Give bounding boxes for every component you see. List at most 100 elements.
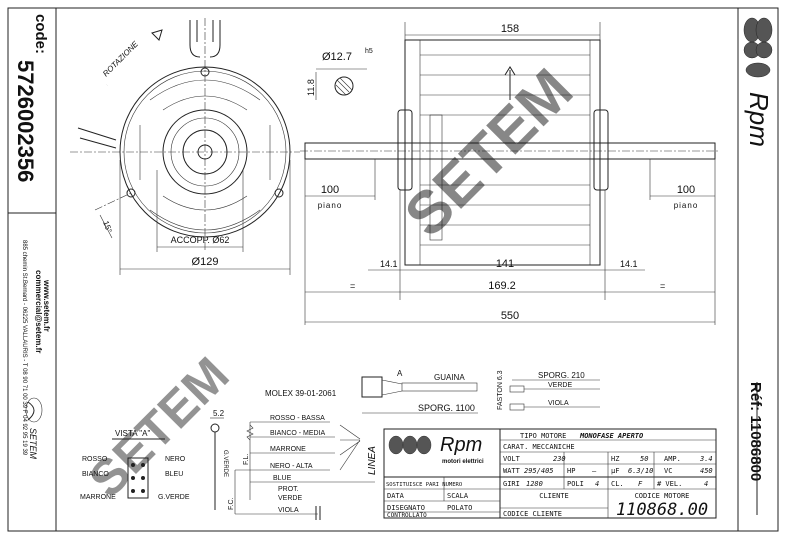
title-block-brand: Rpm: [440, 434, 482, 456]
amp-label: AMP.: [664, 455, 681, 463]
terminal-label: G.VERDE: [222, 450, 228, 477]
coupling-dimension: ACCOPP. Ø62: [171, 235, 230, 245]
drawn-by: POLATO: [447, 504, 472, 512]
title-block-brand-sub: motori elettrici: [442, 459, 484, 465]
amp-value: 3.4: [699, 455, 713, 463]
rpm-logo: Rpm: [743, 17, 774, 147]
svg-text:SETEM: SETEM: [28, 428, 38, 460]
vista-a: VISTA "A" ROSSO BIANCO MARRONE NERO BLEU…: [80, 409, 228, 510]
molex-label: MOLEX 39-01-2061: [265, 389, 337, 398]
scala-label: SCALA: [447, 492, 469, 500]
drawn-label: DISEGNATO: [387, 504, 425, 512]
outer-diameter-dimension: Ø129: [192, 256, 219, 268]
flat-right-label: piano: [674, 201, 699, 210]
lead-verde: VERDE: [548, 382, 572, 389]
hp-value: —: [592, 467, 597, 475]
giri-value: 1280: [526, 480, 543, 488]
vel-value: 4: [704, 480, 708, 488]
sheath-label: GUAINA: [434, 373, 465, 382]
poli-label: POLI: [567, 480, 584, 488]
faston-label: FASTON 6.3: [497, 370, 504, 410]
cable-sleeve: [429, 114, 443, 241]
motor-code-label: CODICE MOTORE: [635, 492, 690, 500]
watt-label: WATT: [503, 467, 521, 475]
flat-left-label: piano: [318, 201, 343, 210]
angle-dimension: 15°: [101, 220, 114, 234]
fl-label: F.L.: [243, 454, 250, 465]
dim-169-2: 169.2: [488, 280, 516, 292]
dim-offset-left: 14.1: [380, 259, 398, 269]
hz-label: HZ: [611, 455, 619, 463]
replaces-label: SOSTITUISCE PARI NUMERO: [386, 482, 462, 488]
vc-value: 450: [700, 467, 713, 475]
lead-viola: VIOLA: [548, 400, 569, 407]
prot-wire: VERDE: [278, 495, 302, 502]
hp-label: HP: [567, 467, 575, 475]
reference-number: Réf: 11086800: [747, 382, 764, 481]
uf-label: μF: [611, 467, 619, 475]
pin-g-verde: G.VERDE: [158, 494, 190, 501]
title-block: Rpm motori elettrici TIPO MOTORE MONOFAS…: [383, 428, 717, 520]
lead-length: SPORG. 210: [538, 371, 585, 380]
wire-rosso-bassa: ROSSO - BASSA: [270, 415, 325, 422]
code-value: 5726002356: [13, 60, 38, 182]
poli-value: 4: [595, 480, 599, 488]
front-view: ROTAZIONE 15° ACCOPP. Ø62 Ø129: [70, 18, 300, 275]
line-label: LINEA: [367, 446, 378, 475]
mech-label: CARAT. MECCANICHE: [503, 443, 575, 451]
shaft-section-detail: Ø12.7 h5 11.8: [306, 48, 373, 100]
shaft-tolerance: h5: [365, 48, 373, 55]
pin-nero: NERO: [165, 456, 186, 463]
watt-value: 295/405: [524, 467, 554, 475]
dim-offset-right: 14.1: [620, 259, 638, 269]
uf-value: 6.3/10: [628, 467, 653, 475]
cable-bundle: [77, 127, 117, 149]
equal-mark-left: =: [350, 281, 355, 291]
prot-label: PROT.: [278, 486, 299, 493]
website[interactable]: www.setem.fr: [42, 279, 51, 332]
motor-code: 110868.00: [616, 500, 708, 520]
dim-flat-left: 100: [321, 184, 339, 196]
pin-bleu: BLEU: [165, 471, 183, 478]
fc-label: F.C.: [228, 498, 235, 511]
pin-marrone: MARRONE: [80, 494, 116, 501]
volt-label: VOLT: [503, 455, 521, 463]
connector-detail: A GUAINA SPORG. 1100 FASTON 6.3 SPORG. 2…: [265, 369, 600, 414]
code-label: code:: [32, 14, 49, 54]
rotation-arrow: [105, 29, 163, 87]
cl-value: F: [638, 480, 643, 488]
vc-label: VC: [664, 467, 672, 475]
side-view: 158 100 piano 100 piano 14.1 141 14.1 = …: [300, 22, 720, 325]
address: 885 chemin St.Bernard - 06225 VALLAURIS …: [21, 240, 27, 456]
cl-label: CL.: [611, 480, 624, 488]
watermark-setem: SETEM: [392, 56, 586, 250]
setem-logo: SETEM: [25, 397, 43, 460]
hz-value: 50: [640, 455, 648, 463]
client-code-label: CODICE CLIENTE: [503, 510, 562, 518]
pin-rosso: ROSSO: [82, 456, 108, 463]
cap-wire: VIOLA: [278, 507, 299, 514]
giri-label: GIRI: [503, 480, 520, 488]
wire-marrone: MARRONE: [270, 446, 306, 453]
code-box: code: 5726002356: [7, 7, 57, 214]
client-label: CLIENTE: [539, 492, 569, 500]
vel-label: # VEL.: [657, 480, 682, 488]
wire-nero-alta: NERO - ALTA: [270, 463, 313, 470]
equal-mark-right: =: [660, 281, 665, 291]
motor-type: MONOFASE APERTO: [579, 432, 643, 440]
checked-label: CONTROLLATO: [387, 512, 427, 519]
motor-body: [404, 39, 601, 266]
pin-bianco: BIANCO: [82, 471, 109, 478]
sheath-length: SPORG. 1100: [418, 403, 475, 413]
email[interactable]: commercial@setem.fr: [34, 270, 43, 353]
dim-141: 141: [496, 258, 514, 270]
terminal-width: 5.2: [213, 409, 225, 418]
dim-550: 550: [501, 310, 519, 322]
dim-flat-right: 100: [677, 184, 695, 196]
volt-value: 230: [553, 455, 566, 463]
vista-title: VISTA "A": [115, 429, 150, 438]
data-label: DATA: [387, 492, 405, 500]
brand-rpm: Rpm: [744, 92, 774, 147]
shaft-diameter: Ø12.7: [322, 51, 352, 63]
